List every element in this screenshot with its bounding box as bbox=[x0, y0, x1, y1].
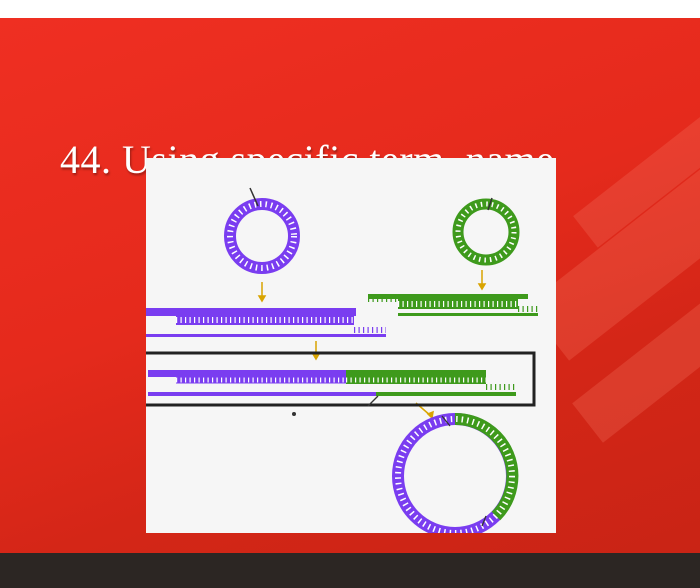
purple-dna-fragment bbox=[146, 308, 386, 337]
purple-plasmid bbox=[224, 187, 300, 274]
recombinant-plasmid bbox=[292, 412, 519, 533]
monitor-bezel bbox=[0, 553, 700, 588]
green-plasmid bbox=[452, 197, 520, 266]
figure-panel bbox=[146, 158, 556, 533]
dna-diagram bbox=[146, 187, 538, 533]
green-dna-fragment bbox=[368, 294, 538, 316]
ligated-fragment-box bbox=[146, 351, 536, 407]
